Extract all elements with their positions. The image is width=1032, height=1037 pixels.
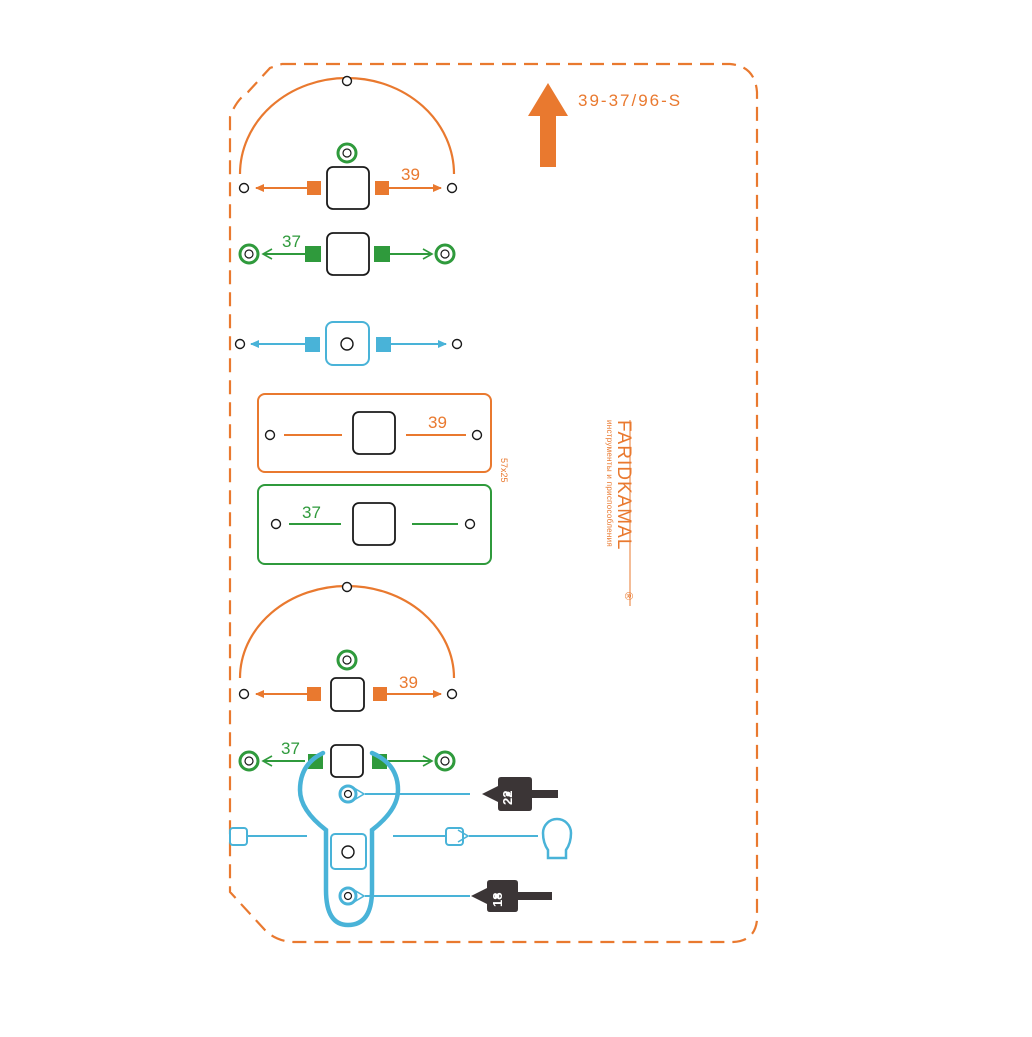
side-marker <box>229 827 248 846</box>
spindle-square <box>352 502 396 546</box>
lower-green-group: 37 <box>238 739 456 778</box>
spindle-square <box>330 744 364 778</box>
hole-marker <box>238 688 250 700</box>
hole-marker <box>446 688 458 700</box>
spindle-square <box>330 677 365 712</box>
upper-green-group: 37 <box>238 232 456 276</box>
green-plate: 37 <box>257 484 492 565</box>
spindle-square <box>352 411 396 455</box>
hole-marker <box>238 182 250 194</box>
hole-marker <box>341 75 353 87</box>
brand-tagline: инструменты и приспособления <box>605 420 614 547</box>
dimension-label: 37 <box>282 232 301 251</box>
dimension-label: 37 <box>281 739 300 758</box>
drill-bit-icon: 18 <box>471 880 552 912</box>
spindle-square <box>326 166 370 210</box>
cylinder-lock-icon <box>541 817 573 860</box>
sheet-outline <box>228 62 759 944</box>
up-arrow-icon <box>528 83 568 167</box>
side-marker <box>445 827 464 846</box>
dimension-label: 37 <box>302 503 321 522</box>
drill-bit-size: 22 <box>500 791 515 805</box>
plate-size-note: 57x25 <box>499 458 509 483</box>
blue-group <box>234 321 463 366</box>
lock-escutcheon <box>297 750 401 928</box>
orange-plate: 39 <box>257 393 492 473</box>
dimension-label: 39 <box>399 673 418 692</box>
drill-bit-size: 18 <box>490 893 505 907</box>
lower-orange-group: 39 <box>238 581 458 712</box>
hole-marker <box>446 182 458 194</box>
drill-bit-icon: 22 <box>482 777 558 811</box>
dimension-label: 39 <box>401 165 420 184</box>
hole-marker <box>341 581 353 593</box>
template-code: 39-37/96-S <box>578 91 682 110</box>
brand-logo: FARIDKAMAL ® инструменты и приспособлени… <box>605 420 634 600</box>
spindle-square <box>326 232 370 276</box>
dimension-label: 39 <box>428 413 447 432</box>
upper-orange-group: 39 <box>238 75 458 210</box>
brand-name: FARIDKAMAL <box>613 420 634 550</box>
brand-registered-mark: ® <box>622 592 634 600</box>
